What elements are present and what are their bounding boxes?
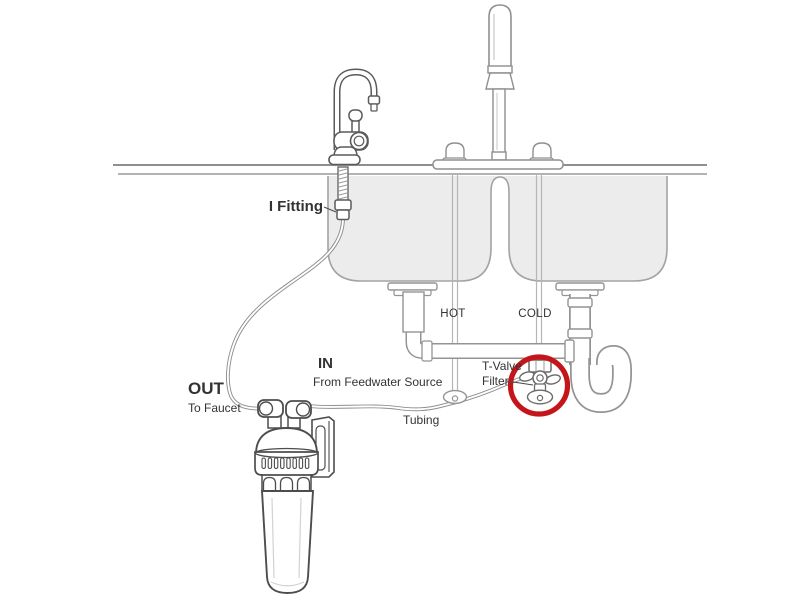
- label-t-valve-sub: Filter: [482, 374, 509, 388]
- countertop: [113, 164, 707, 175]
- filter-body: [260, 490, 315, 594]
- label-in-sub: From Feedwater Source: [313, 375, 443, 389]
- head-fittings: [257, 399, 312, 429]
- t-valve: [518, 359, 562, 405]
- label-i-fitting: I Fitting: [269, 198, 323, 215]
- tubing-in: [308, 376, 523, 412]
- label-out: OUT: [188, 379, 225, 398]
- t-valve-callout: [506, 380, 534, 386]
- hot-stub-escutcheon: [442, 389, 468, 405]
- label-t-valve: T-Valve: [482, 359, 522, 373]
- faucet-supply-riser: [334, 166, 352, 221]
- labels: I Fitting HOT COLD IN From Feedwater Sou…: [188, 198, 552, 427]
- main-faucet: [432, 4, 564, 170]
- i-fitting-callout: [323, 206, 337, 213]
- label-in: IN: [318, 355, 333, 372]
- filter-head: [254, 427, 319, 491]
- label-tubing: Tubing: [403, 413, 439, 427]
- cold-supply-line: [535, 174, 543, 361]
- label-out-sub: To Faucet: [188, 401, 241, 415]
- i-fitting: [334, 199, 352, 221]
- label-hot: HOT: [440, 308, 465, 320]
- filter-unit: [254, 399, 335, 594]
- label-cold: COLD: [518, 308, 552, 320]
- highlight-circle: [507, 354, 571, 417]
- sink-basins: [327, 176, 668, 282]
- tubing-out: [226, 219, 345, 411]
- drain-assembly: [387, 282, 632, 413]
- filter-faucet: [328, 68, 381, 166]
- p-trap: [570, 345, 632, 413]
